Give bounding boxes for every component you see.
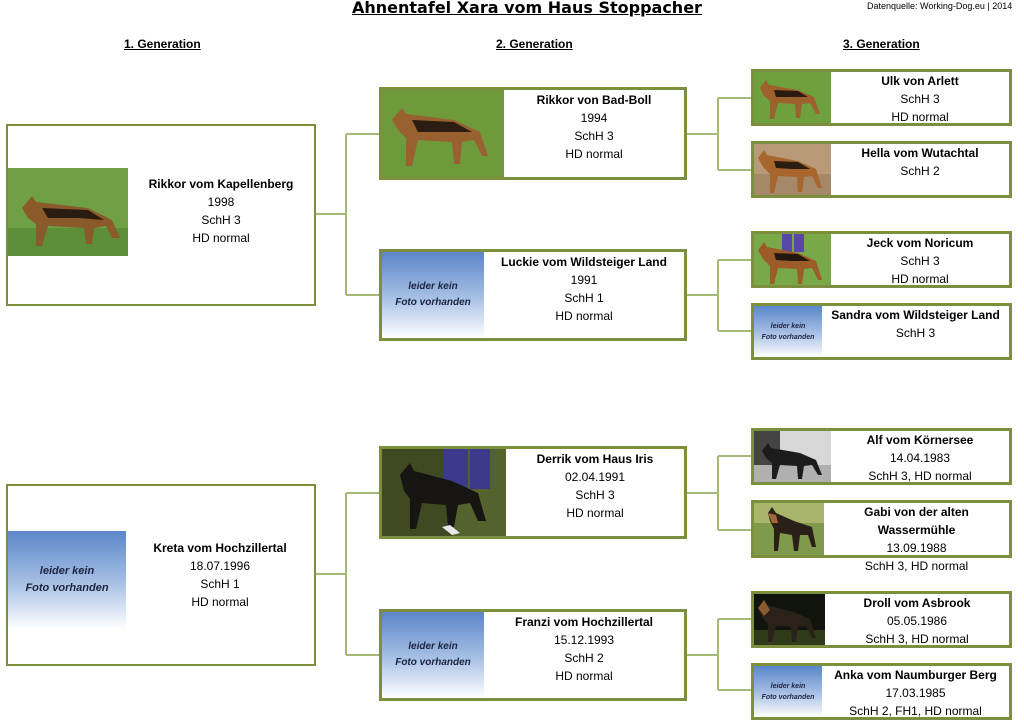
dog-birth-date: 05.05.1986 [886,614,948,628]
connector-dam-dam [687,618,751,691]
generation-2-heading: 2. Generation [496,37,573,51]
dog-name: Gabi von der alten Wassermühle [864,505,969,537]
dog-title-hd: SchH 3, HD normal [864,559,969,573]
dog-title: SchH 2 [564,651,604,665]
dog-card-dam-dam-sire[interactable]: Droll vom Asbrook 05.05.1986 SchH 3, HD … [751,591,1012,648]
connector-sire [316,133,379,296]
dog-name: Derrik vom Haus Iris [536,452,654,466]
dog-name: Ulk von Arlett [881,74,959,88]
dog-title: SchH 2 [900,164,940,178]
dog-photo [754,594,825,645]
dog-title-hd: SchH 2, FH1, HD normal [849,704,982,718]
dog-card-sire-dam-sire[interactable]: Jeck vom Noricum SchH 3 HD normal [751,231,1012,288]
dog-title: SchH 3 [574,129,614,143]
dog-birth-date: 18.07.1996 [189,559,251,573]
dog-title: SchH 3 [201,213,241,227]
dog-name: Luckie vom Wildsteiger Land [501,255,667,269]
dog-hd-status: HD normal [555,309,613,323]
dog-name: Rikkor vom Kapellenberg [148,177,294,191]
dog-card-sire[interactable]: Rikkor vom Kapellenberg 1998 SchH 3 HD n… [6,124,316,306]
dog-title-hd: SchH 3, HD normal [868,469,972,483]
dog-photo [754,234,831,285]
dog-title: SchH 3 [575,488,615,502]
dog-name: Alf vom Körnersee [866,433,974,447]
dog-photo [382,449,506,536]
dog-photo [754,72,831,123]
dog-title: SchH 3 [895,326,936,340]
dog-birth-year: 1998 [207,195,235,209]
dog-birth-year: 1994 [580,111,608,125]
dog-hd-status: HD normal [192,231,250,245]
dog-hd-status: HD normal [891,110,949,124]
dog-birth-date: 15.12.1993 [553,633,615,647]
dog-title-hd: SchH 3, HD normal [865,632,969,646]
dog-card-dam-sire[interactable]: Derrik vom Haus Iris 02.04.1991 SchH 3 H… [379,446,687,539]
dog-name: Kreta vom Hochzillertal [153,541,287,555]
dog-photo [754,431,831,482]
dog-hd-status: HD normal [555,669,613,683]
connector-sire-sire [687,97,751,171]
dog-card-dam-sire-sire[interactable]: Alf vom Körnersee 14.04.1983 SchH 3, HD … [751,428,1012,485]
dog-title: SchH 3 [900,92,940,106]
dog-name: Anka vom Naumburger Berg [834,668,997,682]
generation-3-heading: 3. Generation [843,37,920,51]
dog-hd-status: HD normal [565,147,623,161]
dog-title: SchH 1 [564,291,604,305]
dog-title: SchH 1 [200,577,240,591]
data-source-note: Datenquelle: Working-Dog.eu | 2014 [867,1,1013,11]
dog-photo [382,90,504,177]
dog-photo [754,144,831,195]
dog-birth-date: 17.03.1985 [885,686,946,700]
dog-card-dam-sire-dam[interactable]: Gabi von der alten Wassermühle 13.09.198… [751,500,1012,573]
dog-hd-status: HD normal [191,595,249,609]
dog-card-sire-sire[interactable]: Rikkor von Bad-Boll 1994 SchH 3 HD norma… [379,87,687,180]
dog-title: SchH 3 [900,254,940,268]
dog-hd-status: HD normal [566,506,624,520]
dog-name: Droll vom Asbrook [863,596,971,610]
page-title: Ahnentafel Xara vom Haus Stoppacher [352,0,702,17]
dog-birth-date: 13.09.1988 [886,541,947,555]
dog-hd-status: HD normal [891,272,949,286]
connector-dam-sire [687,455,751,531]
dog-photo [754,503,824,555]
connector-dam [316,492,379,656]
dog-name: Jeck vom Noricum [866,236,974,250]
dog-name: Sandra vom Wildsteiger Land [831,308,1000,322]
dog-card-sire-sire-dam[interactable]: Hella vom Wutachtal SchH 2 [751,141,1012,198]
dog-name: Hella vom Wutachtal [861,146,979,160]
dog-name: Rikkor von Bad-Boll [536,93,652,107]
dog-birth-year: 1991 [570,273,598,287]
dog-photo [8,168,128,256]
dog-card-sire-sire-sire[interactable]: Ulk von Arlett SchH 3 HD normal [751,69,1012,126]
generation-1-heading: 1. Generation [124,37,201,51]
dog-birth-date: 02.04.1991 [564,470,626,484]
dog-birth-date: 14.04.1983 [889,451,951,465]
connector-sire-dam [687,259,751,332]
dog-name: Franzi vom Hochzillertal [514,615,654,629]
